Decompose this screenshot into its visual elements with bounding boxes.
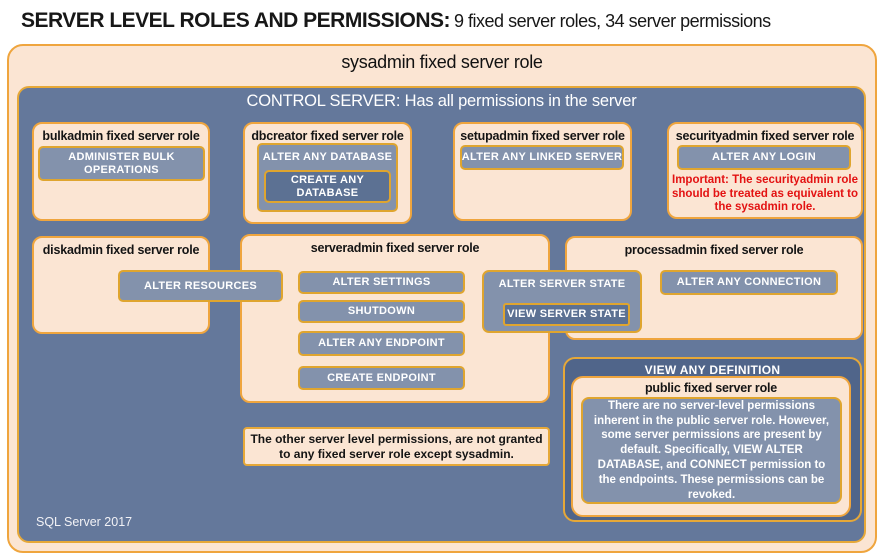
processadmin-role-title: processadmin fixed server role xyxy=(624,243,804,257)
page-title-main: SERVER LEVEL ROLES AND PERMISSIONS: xyxy=(21,9,451,32)
setupadmin-role-title: setupadmin fixed server role xyxy=(460,129,625,143)
diskadmin-role-title: diskadmin fixed server role xyxy=(42,243,200,257)
bulkadmin-role-title: bulkadmin fixed server role xyxy=(42,129,200,143)
sysadmin-role-label: sysadmin fixed server role xyxy=(341,52,543,72)
control-server-label: CONTROL SERVER: Has all permissions in t… xyxy=(246,92,637,110)
securityadmin-warning-text: Important: The securityadmin role should… xyxy=(672,174,858,213)
perm-alter-any-login: ALTER ANY LOGIN xyxy=(677,145,851,170)
perm-create-any-database: CREATE ANY DATABASE xyxy=(264,170,391,203)
other-permissions-note: The other server level permissions, are … xyxy=(243,427,550,466)
perm-alter-resources: ALTER RESOURCES xyxy=(118,270,283,302)
view-any-definition-label: VIEW ANY DEFINITION xyxy=(644,363,781,377)
perm-alter-settings: ALTER SETTINGS xyxy=(298,271,465,294)
perm-alter-any-connection: ALTER ANY CONNECTION xyxy=(660,270,838,295)
perm-administer-bulk-operations: ADMINISTER BULK OPERATIONS xyxy=(38,146,205,181)
perm-shutdown: SHUTDOWN xyxy=(298,300,465,323)
perm-view-server-state: VIEW SERVER STATE xyxy=(503,303,630,326)
perm-alter-any-endpoint: ALTER ANY ENDPOINT xyxy=(298,331,465,356)
serveradmin-role-title: serveradmin fixed server role xyxy=(310,241,480,255)
perm-create-endpoint: CREATE ENDPOINT xyxy=(298,366,465,390)
perm-alter-server-state: ALTER SERVER STATE xyxy=(498,278,626,290)
dbcreator-role-title: dbcreator fixed server role xyxy=(251,129,404,143)
public-role-description: There are no server-level permissions in… xyxy=(581,397,842,504)
diskadmin-role-box: diskadmin fixed server role xyxy=(32,236,210,334)
setupadmin-role-box: setupadmin fixed server role xyxy=(453,122,632,221)
public-role-title: public fixed server role xyxy=(644,381,778,395)
page-title: SERVER LEVEL ROLES AND PERMISSIONS:9 fix… xyxy=(21,9,871,33)
perm-alter-any-linked-server: ALTER ANY LINKED SERVER xyxy=(460,145,624,170)
securityadmin-role-box: securityadmin fixed server role xyxy=(667,122,863,219)
sql-server-version-label: SQL Server 2017 xyxy=(36,515,133,529)
page-title-subtitle: 9 fixed server roles, 34 server permissi… xyxy=(454,11,771,31)
securityadmin-role-title: securityadmin fixed server role xyxy=(675,129,855,143)
